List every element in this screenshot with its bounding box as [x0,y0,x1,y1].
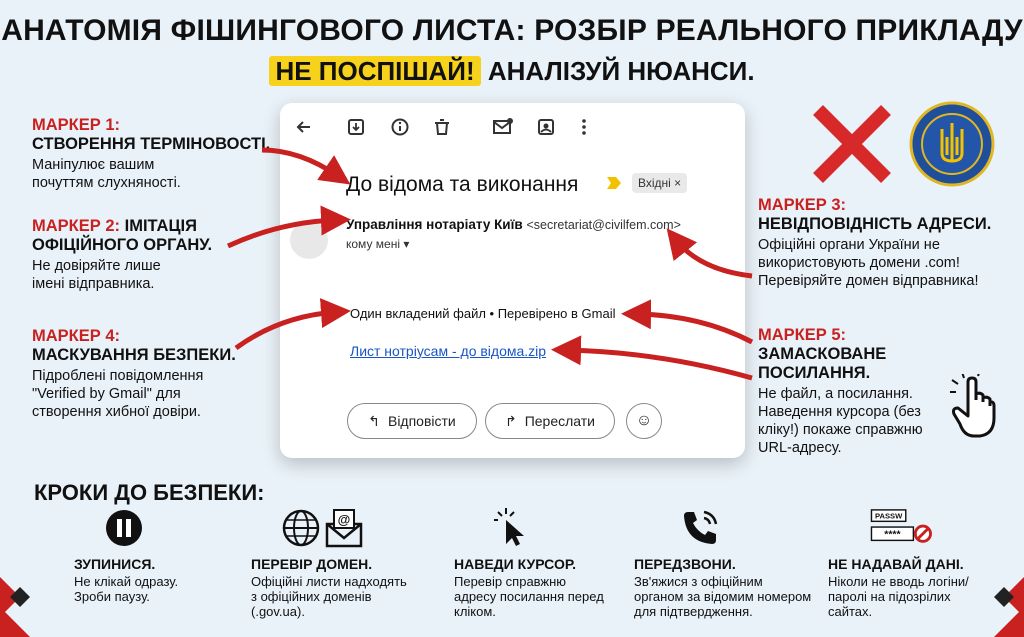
password-blocked-icon: PASSW **** [870,509,932,543]
step-1-desc: Не клікай одразу. Зроби паузу. [74,574,179,604]
embroidery-ornament-right [994,577,1024,637]
forward-button[interactable]: ↱ Переслати [485,403,615,439]
step-2-desc: Офіційні листи надходять з офіційних дом… [251,574,407,619]
svg-text:****: **** [884,530,901,541]
marker-2-label: МАРКЕР 2: [32,217,121,235]
info-icon[interactable] [390,117,410,137]
marker-5-title: ЗАМАСКОВАНЕ ПОСИЛАННЯ. [758,345,887,382]
email-at-icon: @ [325,509,363,548]
arrow-marker-4 [234,298,351,351]
marker-2: МАРКЕР 2: ІМІТАЦІЯ ОФІЦІЙНОГО ОРГАНУ. Не… [32,217,272,293]
svg-text:@: @ [338,512,351,527]
marker-4-label: МАРКЕР 4: [32,327,121,345]
subtitle-highlight: НЕ ПОСПІШАЙ! [269,56,481,86]
sender-address: <secretariat@civilfem.com> [526,218,681,232]
emoji-icon: ☺ [635,412,653,429]
arrow-marker-1 [261,147,351,185]
step-3-title: НАВЕДИ КУРСОР. [454,556,576,572]
attachment-link[interactable]: Лист нотріусам - до відома.zip [350,343,547,359]
marker-4-title: МАСКУВАННЯ БЕЗПЕКИ. [32,346,236,364]
step-4-desc: Зв'яжися з офіційним органом за відомим … [634,574,812,619]
marker-1-title: СТВОРЕННЯ ТЕРМІНОВОСТІ. [32,135,271,153]
step-4-title: ПЕРЕДЗВОНИ. [634,556,736,572]
email-card: До відома та виконання Вхідні × Управлін… [280,103,745,458]
recipient-dropdown[interactable]: кому мені ▾ [346,237,410,251]
sender-line: Управління нотаріату Київ <secretariat@c… [346,217,681,232]
emoji-button[interactable]: ☺ [626,403,662,439]
marker-1-desc: Маніпулює вашим почуттям слухняності. [32,157,181,191]
marker-1-label: МАРКЕР 1: [32,116,121,134]
marker-4: МАРКЕР 4: МАСКУВАННЯ БЕЗПЕКИ. Підроблені… [32,327,272,421]
cursor-click-icon [494,508,524,546]
forward-icon: ↱ [504,412,517,429]
mark-unread-icon[interactable] [492,117,514,137]
phone-icon [684,510,718,544]
marker-5: МАРКЕР 5: ЗАМАСКОВАНЕ ПОСИЛАННЯ. Не файл… [758,326,948,457]
step-1-title: ЗУПИНИСЯ. [74,556,156,572]
marker-3: МАРКЕР 3: НЕВІДПОВІДНІСТЬ АДРЕСИ. Офіцій… [758,196,1020,290]
attachment-info: Один вкладений файл • Перевірено в Gmail [350,306,616,321]
arrow-marker-2 [226,205,351,249]
marker-2-title: ОФІЦІЙНОГО ОРГАНУ. [32,236,213,254]
marker-2-title-inline: ІМІТАЦІЯ [124,217,197,235]
email-subject: До відома та виконання [346,173,579,196]
arrow-marker-5a [621,299,754,345]
reply-icon: ↰ [368,412,380,429]
step-2-title: ПЕРЕВІР ДОМЕН. [251,556,373,572]
reply-button[interactable]: ↰ Відповісти [347,403,477,439]
svg-text:PASSW: PASSW [875,511,903,520]
red-x-icon [813,105,891,183]
marker-2-desc: Не довіряйте лише імені відправника. [32,258,161,292]
globe-icon [282,509,320,547]
marker-3-title: НЕВІДПОВІДНІСТЬ АДРЕСИ. [758,215,992,233]
page-title: АНАТОМІЯ ФІШИНГОВОГО ЛИСТА: РОЗБІР РЕАЛЬ… [1,14,1023,47]
trident-emblem-icon [909,101,995,187]
move-to-icon[interactable] [536,117,556,137]
page-subtitle: НЕ ПОСПІШАЙ! АНАЛІЗУЙ НЮАНСИ. [0,56,1024,87]
reply-label: Відповісти [387,413,456,429]
arrow-marker-5b [551,335,753,381]
important-marker-icon[interactable] [606,176,622,190]
inbox-label-chip[interactable]: Вхідні × [632,173,688,193]
back-arrow-icon[interactable] [294,117,314,137]
forward-label: Переслати [524,413,596,429]
sender-name: Управління нотаріату Київ [346,217,523,232]
arrow-marker-3 [666,228,753,279]
step-5-title: НЕ НАДАВАЙ ДАНІ. [828,556,964,572]
trash-icon[interactable] [432,117,452,137]
more-vert-icon[interactable] [578,117,590,137]
subtitle-rest: АНАЛІЗУЙ НЮАНСИ. [487,56,755,86]
marker-3-desc: Офіційні органи України не використовуют… [758,237,979,289]
marker-4-desc: Підроблені повідомлення "Verified by Gma… [32,368,204,420]
pointer-hand-icon [950,374,996,438]
embroidery-ornament-left [0,577,30,637]
marker-3-label: МАРКЕР 3: [758,196,847,214]
steps-title: КРОКИ ДО БЕЗПЕКИ: [34,480,265,505]
marker-5-label: МАРКЕР 5: [758,326,847,344]
step-5-desc: Ніколи не вводь логіни/паролі на підозрі… [828,574,969,619]
email-toolbar [280,113,745,143]
pause-icon [106,510,142,546]
marker-1: МАРКЕР 1: СТВОРЕННЯ ТЕРМІНОВОСТІ. Маніпу… [32,116,272,192]
step-3-desc: Перевір справжню адресу посилання перед … [454,574,604,619]
marker-5-desc: Не файл, а посилання. Наведення курсора … [758,386,923,456]
archive-icon[interactable] [346,117,366,137]
